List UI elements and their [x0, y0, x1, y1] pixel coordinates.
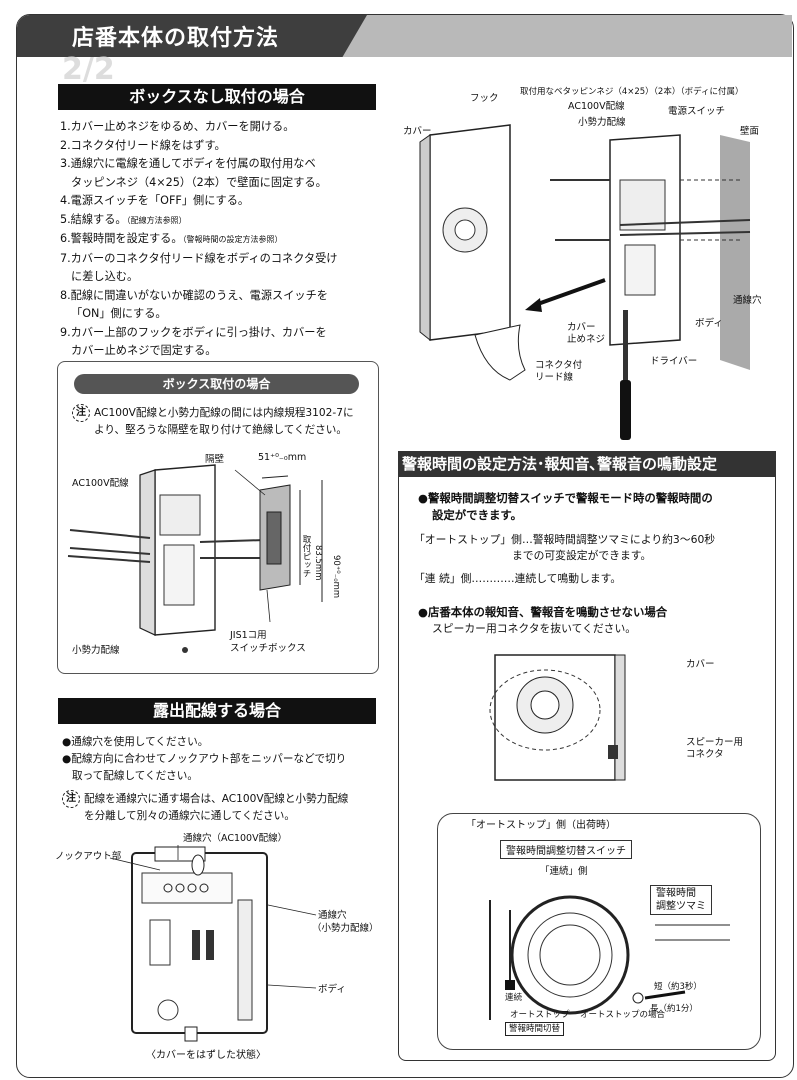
label-knockout: ノックアウト部	[55, 851, 122, 862]
label-short: 短（約3秒）	[654, 982, 702, 992]
label-hole-small-1: 通線穴	[318, 910, 347, 921]
label-ac100v-box: AC100V配線	[72, 478, 129, 489]
box-mount-diagram	[67, 464, 323, 653]
step-9: 9.カバー上部のフックをボディに引っ掛け、カバーを	[60, 325, 327, 339]
alarm-section-title: 警報時間の設定方法･報知音､警報音の鳴動設定	[398, 451, 776, 477]
label-wall: 壁面	[740, 126, 760, 137]
step-8: 8.配線に間違いがないか確認のうえ、電源スイッチを	[60, 288, 328, 302]
step-5: 5.結線する。（配線方法参照）	[60, 211, 380, 231]
alarm-lead-1: ●警報時間調整切替スイッチで警報モード時の警報時間の	[418, 491, 713, 505]
label-switch-name: 警報時間調整切替スイッチ	[500, 840, 632, 859]
label-switch-small: 警報時間切替	[505, 1022, 565, 1036]
switch-detail-diagram	[489, 895, 730, 1020]
step-7-cont: に差し込む。	[71, 270, 139, 283]
label-cover-screw-2: 止めネジ	[567, 334, 606, 345]
label-cont-small: 連続	[505, 993, 523, 1003]
label-speaker-2: コネクタ	[686, 749, 724, 760]
label-small-power-top: 小勢力配線	[578, 117, 626, 128]
label-cover-screw-1: カバー	[567, 322, 596, 333]
label-hole-ac: 通線穴（AC100V配線）	[183, 833, 288, 844]
exposed-bullets: ●通線穴を使用してください。 ●配線方向に合わせてノックアウト部をニッパーなどで…	[62, 734, 382, 785]
step-8-cont: 「ON」側にする。	[71, 307, 167, 320]
label-switch-box: スイッチボックス	[230, 643, 306, 654]
label-body-exposed: ボディ	[318, 984, 346, 995]
step-4: 4.電源スイッチを「OFF」側にする。	[60, 194, 250, 207]
label-pitch-value: 83.5mm	[313, 545, 323, 581]
label-continuous-side: 「連続」側	[540, 866, 588, 877]
label-autostop-small: オートストップ	[510, 1010, 570, 1020]
label-jis: JIS1コ用	[230, 630, 267, 641]
step-6-text: 6.警報時間を設定する。	[60, 232, 183, 245]
label-screw: 取付用なベタッピンネジ（4×25）（2本）（ボディに付属）	[520, 87, 744, 97]
exposed-bullet-1: ●通線穴を使用してください。	[62, 736, 209, 748]
label-dim-right: 90⁺⁰₋₀mm	[331, 555, 341, 599]
label-knob-2: 調整ツマミ	[656, 901, 706, 912]
page-title: 店番本体の取付方法	[72, 26, 280, 51]
step-5-text: 5.結線する。	[60, 212, 127, 226]
switch-detail-panel	[437, 813, 761, 1050]
alarm-auto-1: 「オートストップ」側…警報時間調整ツマミにより約3〜60秒	[414, 533, 716, 546]
step-5-ref: （配線方法参照）	[126, 215, 187, 225]
exposed-bullet-2-cont: 取って配線してください。	[72, 770, 198, 782]
label-partition: 隔壁	[205, 454, 225, 465]
label-body-top: ボディ	[695, 318, 723, 329]
label-connector-2: リード線	[535, 372, 574, 383]
step-1: 1.カバー止めネジをゆるめ、カバーを開ける。	[60, 120, 295, 133]
exposed-body-diagram	[131, 846, 268, 1042]
label-speaker-1: スピーカー用	[686, 737, 744, 748]
step-3-cont: タッピンネジ（4×25）（2本）で壁面に固定する。	[71, 175, 327, 189]
label-knob-1: 警報時間	[656, 888, 696, 899]
header-title-bg	[17, 15, 367, 57]
step-7: 7.カバーのコネクタ付リード線をボディのコネクタ受け	[60, 251, 338, 265]
label-driver: ドライバー	[650, 356, 698, 367]
section-title-no-box: ボックスなし取付の場合	[58, 84, 376, 110]
label-ac100v-top: AC100V配線	[568, 101, 625, 112]
label-cover-alarm: カバー	[686, 659, 715, 670]
alarm-mute-1: ●店番本体の報知音、警報音を鳴動させない場合	[418, 605, 668, 619]
exposed-note-line-1: 配線を通線穴に通す場合は、AC100V配線と小勢力配線	[84, 793, 349, 805]
label-cover-top: カバー	[403, 126, 432, 137]
alarm-lead-2: 設定ができます。	[432, 508, 522, 522]
label-autostop-case: オートストップの場合	[580, 1010, 666, 1020]
label-long: 長（約1分）	[650, 1004, 698, 1014]
step-3: 3.通線穴に電線を通してボディを付属の取付用なベ	[60, 157, 316, 170]
label-hole-small-2: （小勢力配線）	[312, 923, 379, 934]
exposed-bullet-2: ●配線方向に合わせてノックアウト部をニッパーなどで切り	[62, 753, 347, 765]
box-note-line-1: AC100V配線と小勢力配線の間には内線規程3102-7に	[94, 407, 354, 419]
step-2: 2.コネクタ付リード線をはずす。	[60, 138, 226, 152]
label-dim-top: 51⁺⁰₋₀mm	[258, 452, 307, 463]
label-small-power-box: 小勢力配線	[72, 645, 120, 656]
alarm-mute-2: スピーカー用コネクタを抜いてください。	[432, 622, 637, 635]
page-number-watermark: 2/2	[62, 52, 115, 87]
label-hole-top: 通線穴	[733, 295, 762, 306]
label-knob: 警報時間調整ツマミ	[650, 885, 712, 915]
alarm-auto-2: までの可変設定ができます。	[512, 549, 652, 562]
box-mount-title: ボックス取付の場合	[74, 374, 359, 394]
section-title-exposed: 露出配線する場合	[58, 698, 376, 724]
label-power-switch: 電源スイッチ	[668, 106, 726, 117]
label-connector-1: コネクタ付	[535, 360, 583, 371]
step-6-ref: （警報時間の設定方法参照）	[182, 235, 283, 244]
alarm-continuous: 「連 続」側…………連続して鳴動します。	[414, 572, 622, 585]
label-autostop-factory: 「オートストップ」側（出荷時）	[466, 820, 616, 831]
step-6: 6.警報時間を設定する。（警報時間の設定方法参照）	[60, 230, 380, 250]
exposed-note-line-2: を分離して別々の通線穴に通してください。	[84, 810, 295, 822]
step-9-cont: カバー止めネジで固定する。	[71, 344, 217, 357]
exposed-note: 注配線を通線穴に通す場合は、AC100V配線と小勢力配線 を分離して別々の通線穴…	[62, 790, 382, 825]
page-frame	[16, 14, 794, 1078]
install-diagram	[419, 124, 751, 440]
steps-list: 1.カバー止めネジをゆるめ、カバーを開ける。 2.コネクタ付リード線をはずす。 …	[60, 118, 380, 361]
speaker-diagram	[489, 654, 626, 781]
box-mount-panel	[57, 361, 379, 674]
exposed-caption: 〈カバーをはずした状態〉	[146, 1050, 266, 1061]
label-hook: フック	[470, 93, 499, 104]
box-note-line-2: より、堅ろうな隔壁を取り付けて絶縁してください。	[94, 424, 347, 436]
label-pitch: 取付ピッチ	[301, 535, 311, 578]
